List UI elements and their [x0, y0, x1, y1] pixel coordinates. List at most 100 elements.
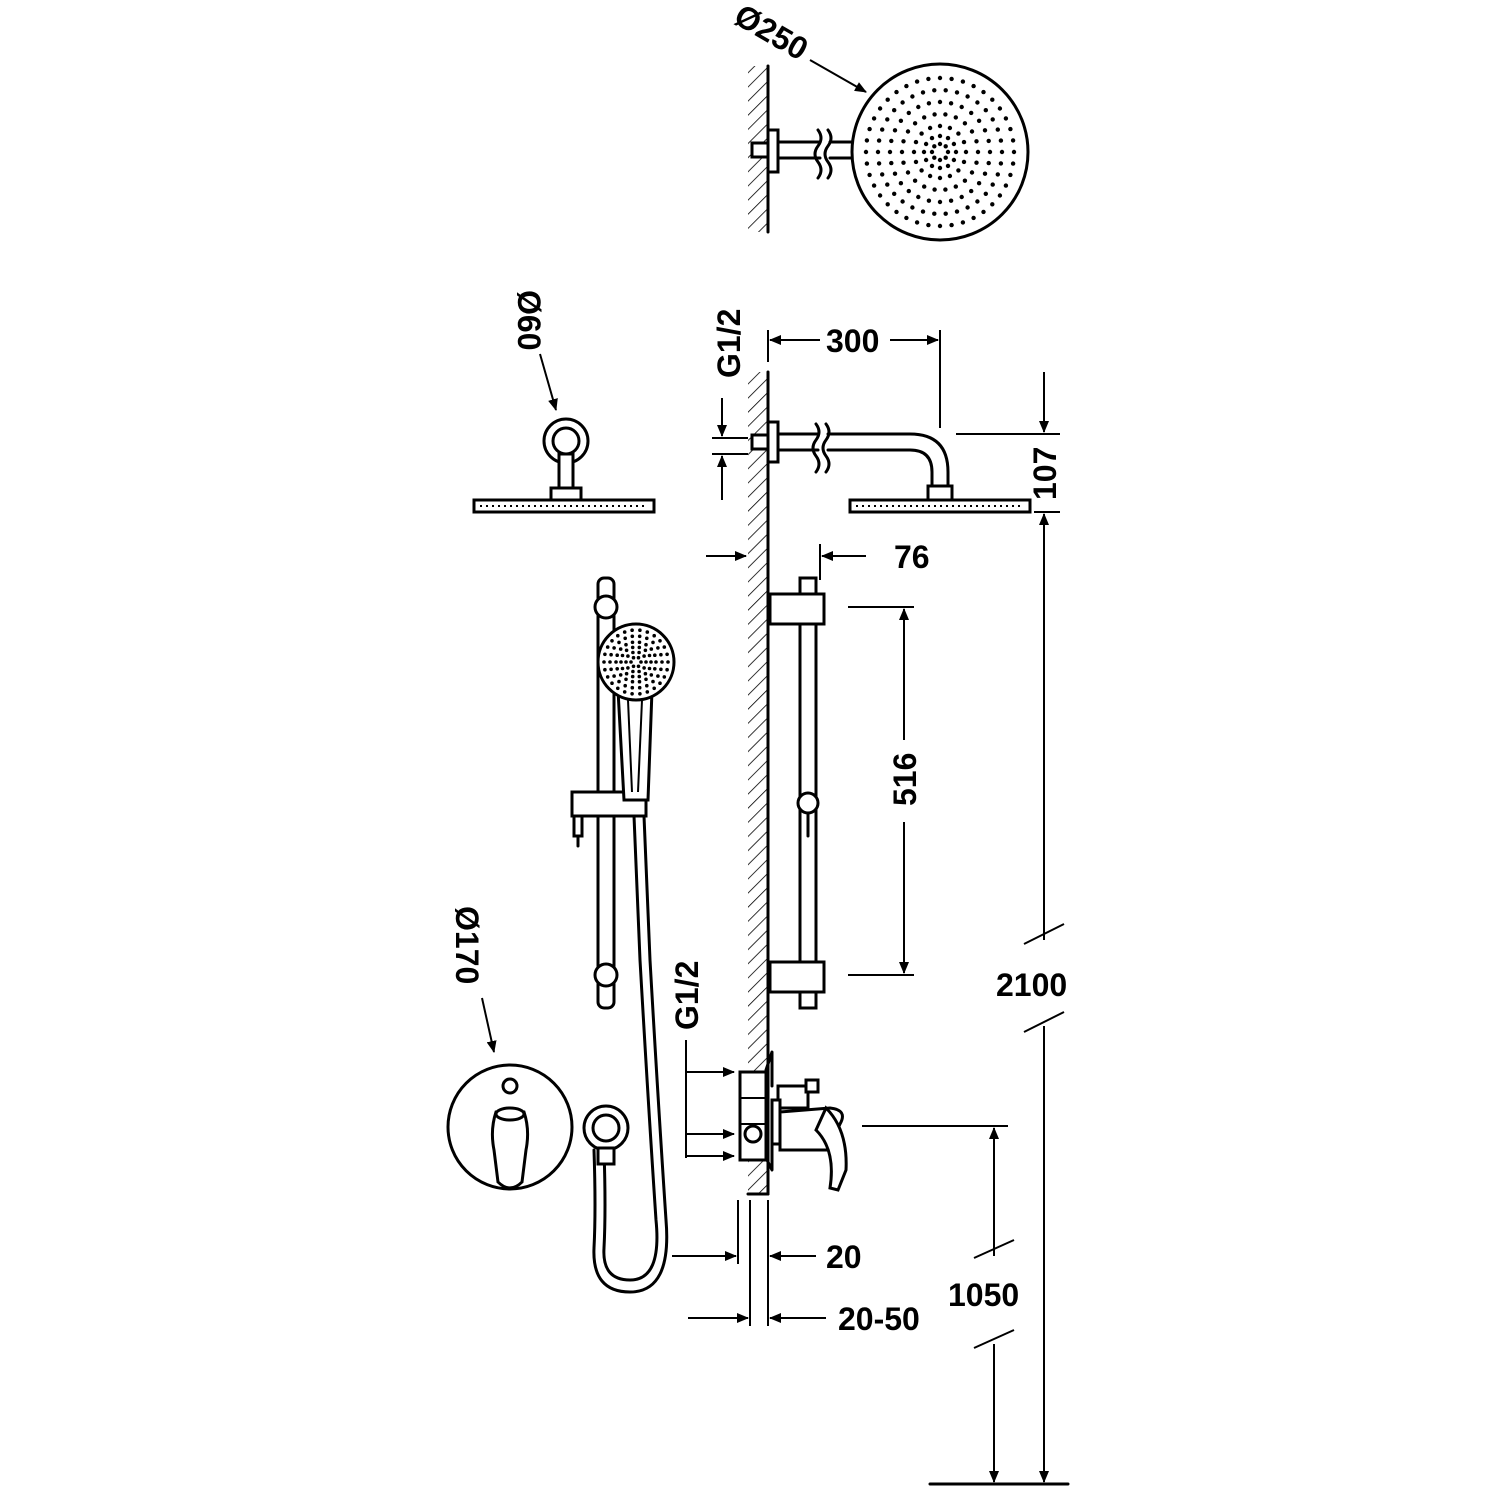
nozzle-dot — [871, 116, 877, 121]
nozzle-dot — [937, 141, 943, 147]
dim-107: 107 — [956, 372, 1063, 513]
nozzle-dot — [620, 666, 625, 671]
nozzle-dot — [945, 135, 951, 141]
nozzle-dot — [916, 194, 921, 200]
dim-2100-label: 2100 — [996, 967, 1067, 1003]
nozzle-dot — [920, 209, 926, 214]
nozzle-dot — [638, 628, 642, 632]
nozzle-dot — [605, 675, 610, 679]
nozzle-dot — [662, 675, 667, 679]
nozzle-dot — [880, 127, 885, 132]
nozzle-dot — [863, 149, 869, 155]
nozzle-dot — [943, 155, 948, 160]
nozzle-dot — [962, 121, 968, 126]
nozzle-dot — [906, 110, 911, 116]
nozzle-dot — [913, 139, 919, 145]
nozzle-dot — [914, 220, 920, 225]
nozzle-dot — [637, 674, 642, 679]
nozzle-dot — [960, 220, 966, 225]
nozzle-dot — [959, 194, 964, 200]
nozzle-dot — [987, 149, 993, 155]
nozzle-dot — [630, 628, 634, 632]
dim-d60: Ø60 — [511, 290, 558, 411]
nozzle-dot — [983, 191, 988, 196]
nozzle-dot — [937, 175, 943, 181]
nozzle-dot — [974, 139, 979, 144]
nozzle-dot — [876, 138, 882, 143]
nozzle-dot — [932, 155, 937, 160]
nozzle-dot — [998, 161, 1004, 166]
nozzle-dot — [1011, 149, 1017, 155]
nozzle-dot — [885, 97, 890, 102]
nozzle-dot — [659, 652, 663, 657]
nozzle-dot — [652, 633, 656, 638]
nozzle-dot — [653, 667, 657, 671]
slide-rail-side — [768, 576, 826, 1010]
nozzle-dot — [904, 83, 909, 89]
nozzle-dot — [975, 149, 981, 155]
nozzle-dot — [948, 198, 954, 203]
nozzle-dot — [609, 652, 613, 657]
nozzle-dot — [618, 673, 623, 677]
nozzle-dot — [913, 159, 919, 165]
nozzle-dot — [624, 642, 628, 647]
nozzle-dot — [610, 639, 614, 643]
nozzle-dot — [916, 104, 921, 110]
nozzle-dot — [963, 149, 969, 155]
dim-76-label: 76 — [894, 539, 930, 575]
dim-1050: 1050 — [862, 1125, 1019, 1483]
nozzle-dot — [618, 647, 623, 651]
shower-hose — [592, 814, 669, 1294]
nozzle-dot — [921, 149, 927, 155]
nozzle-dot — [901, 160, 906, 165]
nozzle-dot — [914, 79, 920, 84]
nozzle-dot — [900, 100, 905, 105]
nozzle-dot — [976, 181, 982, 186]
nozzle-dot — [906, 188, 911, 194]
dim-516: 516 — [848, 606, 923, 976]
nozzle-dot — [626, 666, 630, 670]
nozzle-dot — [656, 646, 660, 650]
nozzle-dot — [642, 666, 646, 670]
nozzle-dot — [647, 653, 652, 658]
dim-g12-mid-label: G1/2 — [669, 961, 705, 1030]
nozzle-dot — [986, 160, 991, 166]
nozzle-dot — [615, 667, 619, 671]
nozzle-dot — [624, 660, 628, 664]
dim-g12-top: G1/2 — [711, 309, 748, 500]
nozzle-dot — [922, 115, 927, 120]
nozzle-dot — [885, 202, 890, 207]
nozzle-dot — [631, 650, 635, 655]
nozzle-dot — [937, 133, 943, 139]
nozzle-dot — [639, 660, 643, 664]
nozzle-dot — [953, 149, 959, 155]
nozzle-dot — [892, 128, 898, 133]
nozzle-dot — [945, 163, 951, 169]
nozzle-dot — [651, 679, 655, 684]
nozzle-dot — [965, 94, 970, 99]
nozzle-dot — [659, 667, 663, 672]
nozzle-dot — [943, 144, 948, 149]
nozzle-dot — [954, 209, 960, 214]
nozzle-dot — [644, 677, 648, 682]
nozzle-dot — [638, 692, 642, 696]
nozzle-dot — [981, 89, 986, 95]
nozzle-dot — [602, 660, 606, 664]
nozzle-dot — [605, 645, 610, 649]
nozzle-dot — [995, 172, 1000, 177]
nozzle-dot — [990, 182, 995, 187]
nozzle-dot — [943, 211, 948, 216]
shower-arm-side — [750, 420, 954, 502]
nozzle-dot — [864, 161, 870, 166]
hand-shower-nozzles — [602, 628, 670, 696]
nozzle-dot — [929, 149, 935, 155]
nozzle-dot — [617, 640, 621, 645]
nozzle-dot — [920, 90, 926, 95]
nozzle-dot — [932, 187, 937, 192]
nozzle-dot — [645, 683, 649, 688]
nozzle-dot — [1008, 172, 1013, 178]
nozzle-dot — [919, 168, 924, 173]
nozzle-dot — [645, 636, 649, 641]
nozzle-dot — [619, 660, 623, 664]
